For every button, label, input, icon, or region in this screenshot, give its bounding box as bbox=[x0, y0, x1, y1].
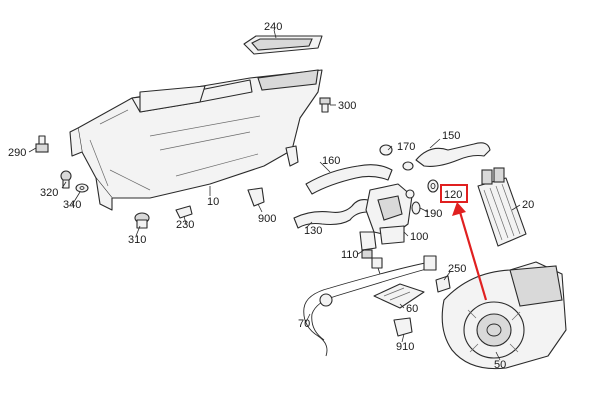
label-10: 10 bbox=[207, 196, 219, 208]
highlight-box bbox=[440, 184, 468, 203]
part-230-clip bbox=[175, 205, 193, 219]
label-130: 130 bbox=[304, 225, 322, 237]
label-300: 300 bbox=[338, 100, 356, 112]
label-910: 910 bbox=[396, 341, 414, 353]
label-60: 60 bbox=[406, 303, 418, 315]
label-70: 70 bbox=[298, 318, 310, 330]
part-20-heater-core bbox=[477, 167, 527, 247]
highlight-annotation bbox=[440, 184, 488, 301]
part-900-clip bbox=[247, 187, 265, 207]
part-70-wiring-harness bbox=[303, 255, 437, 357]
label-900: 900 bbox=[258, 213, 276, 225]
part-300-screw bbox=[319, 97, 331, 113]
label-120: 120 bbox=[444, 189, 462, 201]
part-labels: 240 300 290 150 170 160 320 340 10 120 2… bbox=[8, 21, 534, 371]
part-240-gasket bbox=[243, 35, 323, 55]
label-170: 170 bbox=[397, 141, 415, 153]
part-160-hose bbox=[305, 164, 393, 195]
part-130-hose bbox=[293, 199, 369, 229]
part-310-plug bbox=[134, 212, 150, 229]
label-240: 240 bbox=[264, 21, 282, 33]
label-150: 150 bbox=[442, 130, 460, 142]
part-910-clip bbox=[393, 317, 413, 337]
label-190: 190 bbox=[424, 208, 442, 220]
part-340-washer bbox=[75, 183, 89, 193]
part-60-resistor bbox=[373, 283, 425, 309]
label-320: 320 bbox=[40, 187, 58, 199]
part-100-valve bbox=[365, 183, 415, 245]
label-160: 160 bbox=[322, 155, 340, 167]
label-110: 110 bbox=[341, 249, 359, 261]
part-10-housing bbox=[69, 69, 323, 211]
label-20: 20 bbox=[522, 199, 534, 211]
label-250: 250 bbox=[448, 263, 466, 275]
part-190-oring bbox=[411, 201, 421, 215]
part-120-fitting bbox=[427, 179, 439, 193]
label-100: 100 bbox=[410, 231, 428, 243]
label-50: 50 bbox=[494, 359, 506, 371]
label-230: 230 bbox=[176, 219, 194, 231]
label-340: 340 bbox=[63, 199, 81, 211]
part-50-blower bbox=[441, 261, 567, 370]
part-170-clamp bbox=[379, 144, 414, 171]
part-150-hose bbox=[415, 142, 491, 167]
highlight-arrow-head bbox=[452, 202, 466, 216]
part-110-sensor bbox=[359, 231, 377, 259]
label-310: 310 bbox=[128, 234, 146, 246]
part-320-screw bbox=[60, 170, 72, 189]
label-290: 290 bbox=[8, 147, 26, 159]
highlight-arrow-shaft bbox=[458, 211, 488, 301]
part-290-bolt bbox=[35, 135, 49, 153]
leader-lines bbox=[28, 29, 521, 361]
part-250-connector bbox=[435, 275, 451, 293]
